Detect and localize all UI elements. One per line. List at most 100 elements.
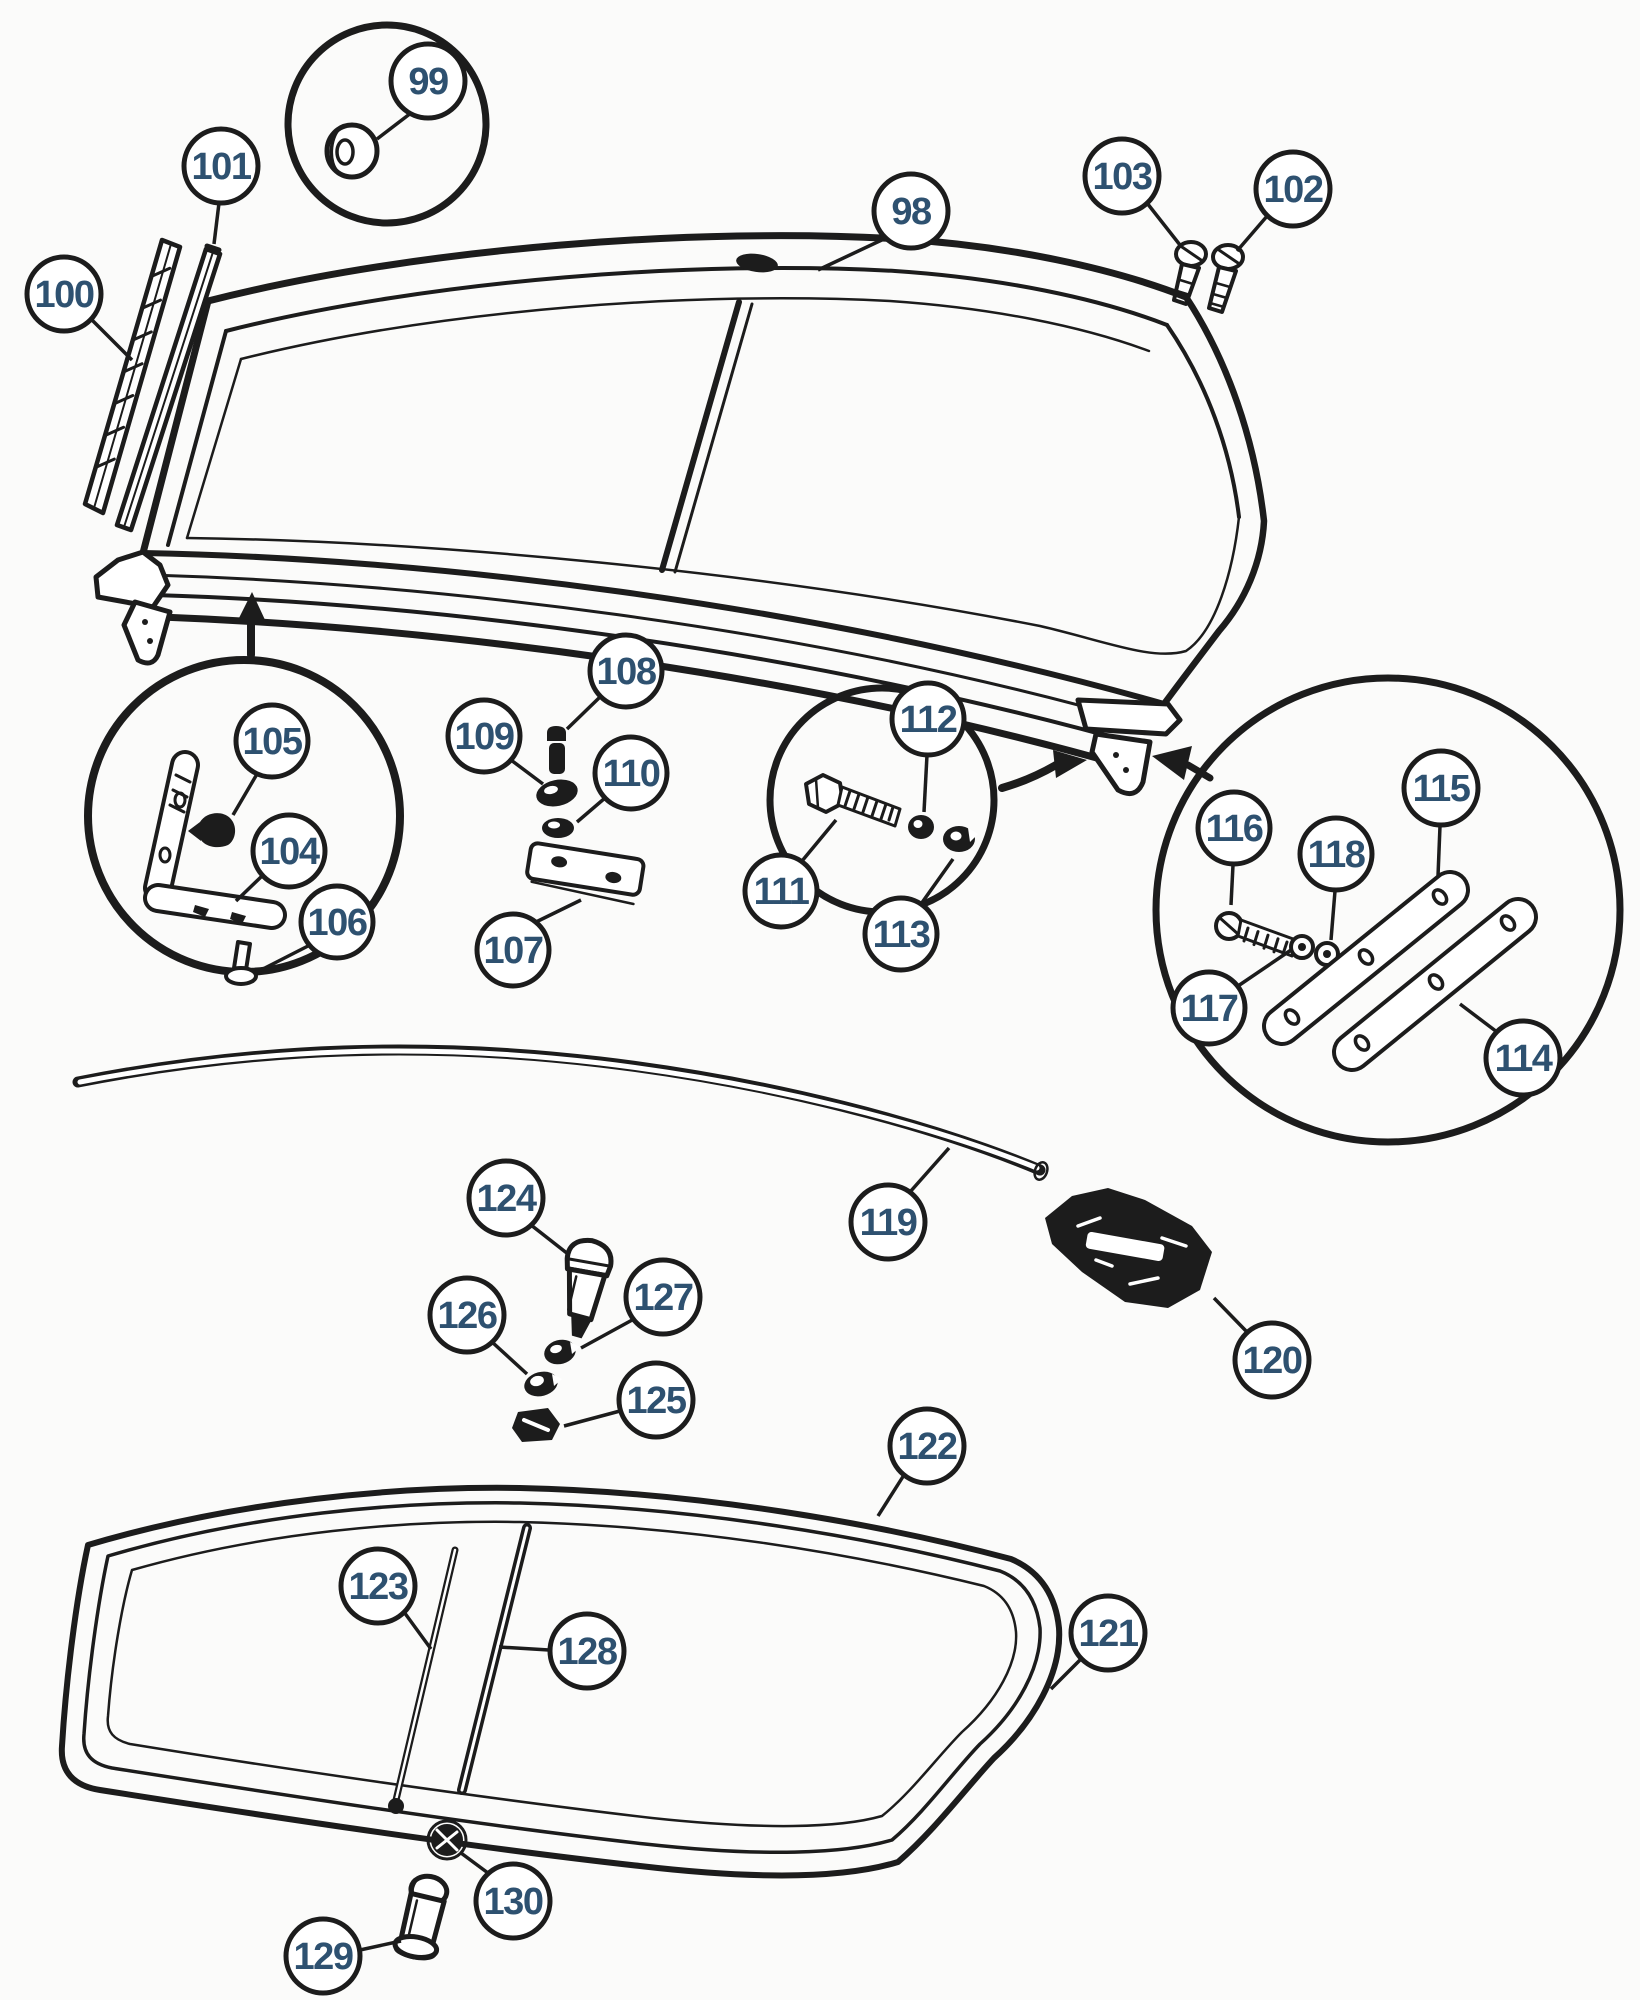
callout-122[interactable]: 122 [876,1406,967,1517]
pillar-finisher-strip [114,243,223,533]
callout-111[interactable]: 111 [742,818,838,930]
washer-109-drawing [536,779,578,807]
callout-130[interactable]: 130 [459,1851,553,1941]
left-post-inner [166,329,228,547]
num-99: 99 [408,61,448,103]
bubble-110 [592,734,670,812]
callout-128[interactable]: 128 [498,1611,627,1691]
callout-103[interactable]: 103 [1082,136,1182,247]
leader-118 [1329,890,1337,941]
leader-110 [575,796,607,824]
right-post-inner [1165,323,1241,519]
pointer-arrow-left [1152,746,1214,782]
callout-100[interactable]: 100 [24,254,134,362]
left-post-outer [139,297,212,557]
callout-101[interactable]: 101 [181,126,261,245]
setscrew-108-drawing [547,726,566,774]
callout-110[interactable]: 110 [575,734,670,824]
callout-109[interactable]: 109 [445,697,545,786]
callout-113[interactable]: 113 [862,857,955,973]
bottom-rail-outer [140,550,1167,707]
callout-105[interactable]: 105 [231,702,311,816]
packing-piece-114-drawing [1332,897,1538,1072]
leader-103 [1145,201,1182,247]
leader-119 [908,1146,951,1194]
packing-plate-107-drawing [525,841,646,906]
num-129: 129 [294,1936,353,1978]
center-latch [736,253,778,273]
leader-125 [563,1409,621,1428]
callout-117[interactable]: 117 [1170,948,1292,1047]
num-98: 98 [891,191,931,233]
bubble-124 [466,1158,546,1238]
callout-114[interactable]: 114 [1458,1002,1563,1098]
num-113: 113 [873,914,930,956]
lower-windscreen-drawing [58,1484,1063,1879]
callout-112[interactable]: 112 [889,680,967,813]
callout-104[interactable]: 104 [234,812,328,903]
callout-124[interactable]: 124 [466,1158,570,1256]
callout-102[interactable]: 102 [1235,149,1333,253]
callout-107[interactable]: 107 [474,898,582,989]
num-116: 116 [1206,808,1263,850]
callout-125[interactable]: 125 [563,1360,696,1440]
bubble-125 [616,1360,696,1440]
washer-113-drawing [943,826,978,852]
glass-bottom-edge [185,515,1241,655]
callout-119[interactable]: 119 [848,1146,951,1262]
bubble-119 [848,1182,928,1262]
callout-126[interactable]: 126 [427,1275,529,1376]
callout-108[interactable]: 108 [565,632,665,731]
hatch-marks [94,266,172,469]
bubble-104 [250,812,328,890]
leader-122 [876,1474,906,1517]
num-102: 102 [1264,169,1323,211]
packing-piece-115-drawing [1262,870,1470,1046]
grommet-drawing [324,122,380,180]
leader-112 [922,754,929,813]
callout-123[interactable]: 123 [338,1546,433,1651]
bubble-112 [889,680,967,758]
leader-109 [509,758,545,786]
packing-screw-drawing [1214,911,1298,958]
num-108: 108 [597,651,656,693]
leader-102 [1235,213,1270,253]
bubble-128 [547,1611,627,1691]
mounting-bracket-drawing [1045,1188,1212,1308]
callout-127[interactable]: 127 [580,1257,703,1350]
num-124: 124 [477,1178,537,1220]
callout-121[interactable]: 121 [1049,1593,1148,1691]
leader-98 [817,236,887,272]
division-rod-123-drawing [388,1546,459,1814]
callout-129[interactable]: 129 [283,1916,402,1996]
bubble-105 [233,702,311,780]
leader-116 [1229,864,1235,906]
callout-99[interactable]: 99 [375,41,468,141]
callout-98[interactable]: 98 [817,171,951,272]
bubble-114 [1483,1018,1563,1098]
callout-106[interactable]: 106 [258,883,376,973]
leader-129 [359,1939,402,1952]
num-110: 110 [603,753,660,795]
callout-115[interactable]: 115 [1401,748,1481,877]
leader-106 [258,944,309,973]
leader-104 [234,874,264,903]
surround-outer-edge [58,1484,1063,1879]
callout-120[interactable]: 120 [1212,1296,1312,1400]
leader-126 [490,1340,529,1376]
num-115: 115 [1413,768,1471,810]
leader-117 [1237,948,1292,988]
callout-116[interactable]: 116 [1195,789,1273,906]
num-106: 106 [308,902,367,944]
num-118: 118 [1308,834,1365,876]
washer-126-drawing [524,1371,562,1397]
stud-129-drawing [392,1873,450,1961]
num-105: 105 [243,721,303,763]
leader-100 [88,316,134,362]
windscreen-frame-assembly [93,232,1268,797]
callout-118[interactable]: 118 [1297,815,1375,941]
frame-top-inner [224,265,1169,333]
detail-circle-grommet [284,21,490,227]
leader-101 [212,202,221,245]
